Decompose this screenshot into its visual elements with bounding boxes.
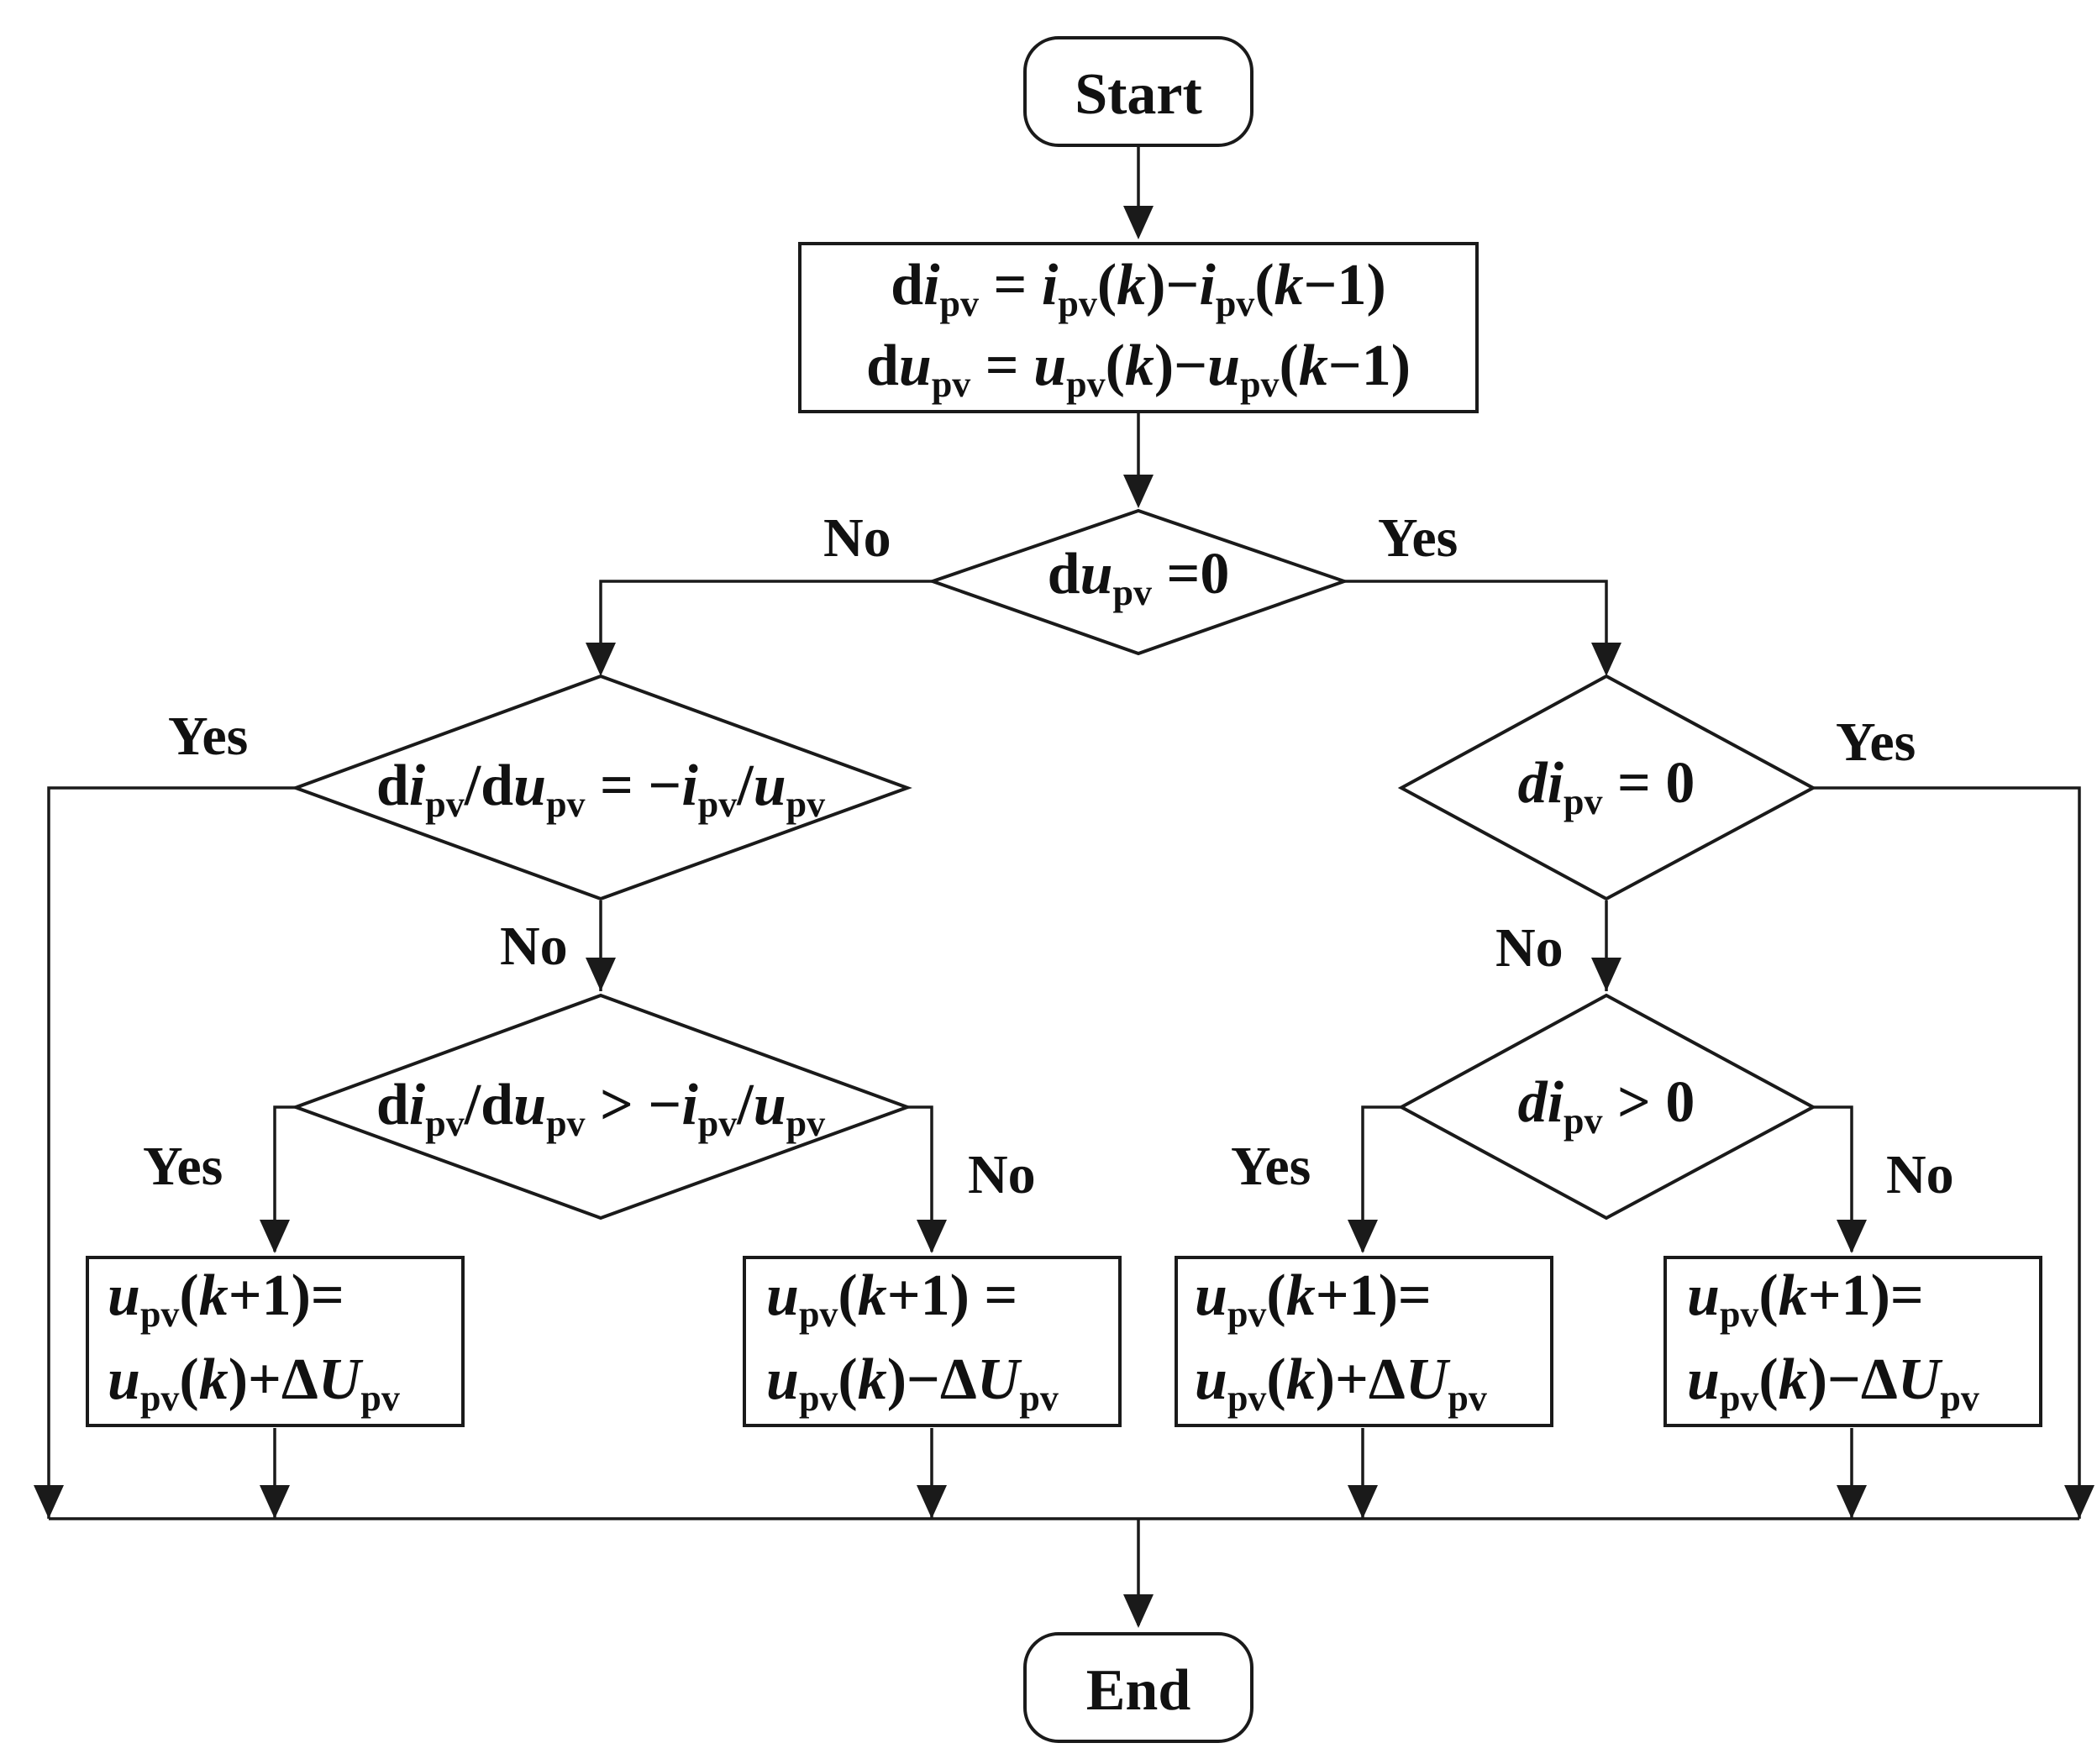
decision-right2-label: dipv > 0 bbox=[1518, 1070, 1695, 1142]
label-right1-yes: Yes bbox=[1836, 711, 1916, 773]
decision-du-zero bbox=[927, 508, 1350, 656]
arrowhead-box3 bbox=[1348, 1220, 1378, 1253]
label-left1-no: No bbox=[500, 916, 568, 977]
label-du-yes: Yes bbox=[1378, 507, 1458, 569]
update-box-4-text: upv(k+1)= upv(k)−ΔUpv bbox=[1687, 1263, 1979, 1419]
calc-line-2: dupv = upv(k)−upv(k−1) bbox=[866, 333, 1411, 405]
arrowhead-box1 bbox=[260, 1220, 290, 1253]
update-box-3-text: upv(k+1)= upv(k)+ΔUpv bbox=[1195, 1263, 1487, 1419]
label-right2-yes: Yes bbox=[1231, 1136, 1311, 1197]
arrowhead-box2 bbox=[917, 1220, 947, 1253]
decision-left2-label: dipv/dupv > −ipv/upv bbox=[376, 1073, 825, 1144]
update-box-2-line-1: upv(k+1) = bbox=[766, 1263, 1017, 1335]
arrowhead-right2 bbox=[1591, 958, 1621, 991]
end-terminal bbox=[1023, 1632, 1253, 1743]
update-box-2 bbox=[743, 1256, 1122, 1427]
arrowhead-left2 bbox=[586, 958, 616, 991]
decision-left1-label: dipv/dupv = −ipv/upv bbox=[376, 753, 825, 825]
calc-process-box bbox=[798, 242, 1479, 413]
arrowhead-left1 bbox=[586, 643, 616, 676]
update-box-1-line-2: upv(k)+ΔUpv bbox=[108, 1347, 400, 1419]
update-box-4-line-2: upv(k)−ΔUpv bbox=[1687, 1347, 1979, 1419]
update-box-1-line-1: upv(k+1)= bbox=[108, 1263, 344, 1335]
arrowhead-calc bbox=[1123, 206, 1154, 239]
update-box-1-text: upv(k+1)= upv(k)+ΔUpv bbox=[108, 1263, 400, 1419]
connectors bbox=[34, 146, 2094, 1628]
arrowhead-du bbox=[1123, 475, 1154, 508]
arrowhead-bus-4 bbox=[1348, 1485, 1378, 1519]
update-box-2-text: upv(k+1) = upv(k)−ΔUpv bbox=[766, 1263, 1059, 1419]
arrowhead-bus-6 bbox=[2064, 1485, 2094, 1519]
update-box-4-line-1: upv(k+1)= bbox=[1687, 1263, 1924, 1335]
decision-right1 bbox=[1397, 674, 1817, 901]
label-left2-yes: Yes bbox=[143, 1136, 223, 1197]
decision-right1-label: dipv = 0 bbox=[1518, 751, 1695, 822]
label-left2-no: No bbox=[968, 1144, 1036, 1205]
arrowhead-end bbox=[1123, 1594, 1154, 1628]
arrowhead-bus-3 bbox=[917, 1485, 947, 1519]
update-box-4 bbox=[1663, 1256, 2042, 1427]
calc-line-1: dipv = ipv(k)−ipv(k−1) bbox=[891, 253, 1386, 324]
decision-du-label: dupv =0 bbox=[1048, 542, 1230, 613]
arrowhead-right1 bbox=[1591, 643, 1621, 676]
arrowhead-bus-1 bbox=[34, 1485, 64, 1519]
line-du-yes bbox=[1344, 580, 1608, 672]
update-box-3 bbox=[1175, 1256, 1553, 1427]
decision-right2 bbox=[1397, 993, 1817, 1221]
line-left2-no bbox=[907, 1105, 933, 1252]
start-terminal bbox=[1023, 36, 1253, 147]
line-left1-yes bbox=[47, 786, 296, 1519]
decision-left2 bbox=[291, 993, 912, 1221]
label-right2-no: No bbox=[1886, 1144, 1954, 1205]
start-label: Start bbox=[1075, 62, 1202, 127]
arrowhead-box4 bbox=[1837, 1220, 1867, 1253]
arrowhead-bus-5 bbox=[1837, 1485, 1867, 1519]
line-right2-yes bbox=[1361, 1105, 1401, 1252]
update-box-1 bbox=[86, 1256, 465, 1427]
update-box-3-line-2: upv(k)+ΔUpv bbox=[1195, 1347, 1487, 1419]
decision-left1 bbox=[291, 674, 912, 901]
arrowhead-bus-2 bbox=[260, 1485, 290, 1519]
update-box-2-line-2: upv(k)−ΔUpv bbox=[766, 1347, 1059, 1419]
label-left1-yes: Yes bbox=[168, 706, 248, 767]
line-left2-yes bbox=[273, 1105, 296, 1252]
line-right1-yes bbox=[1813, 786, 2081, 1519]
label-right1-no: No bbox=[1495, 917, 1564, 979]
line-du-no bbox=[599, 580, 933, 672]
label-du-no: No bbox=[823, 507, 891, 569]
line-right2-no bbox=[1813, 1105, 1853, 1252]
update-box-3-line-1: upv(k+1)= bbox=[1195, 1263, 1432, 1335]
end-label: End bbox=[1086, 1658, 1191, 1723]
